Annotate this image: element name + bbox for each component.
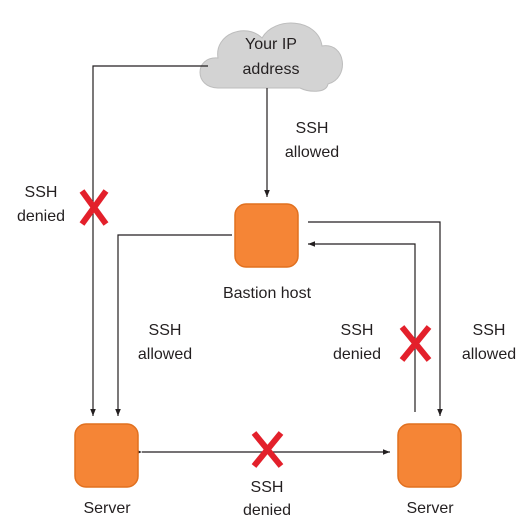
server-right-node: Server: [397, 423, 462, 517]
x-mark-icon: [79, 189, 109, 226]
edge-labels: SSH allowed SSH denied SSH allowed SSH d…: [17, 120, 516, 519]
server-right-label: Server: [406, 500, 454, 517]
server-left-label: Server: [83, 500, 131, 517]
x-mark-icon: [251, 431, 284, 468]
cloud-node: Your IP address: [199, 22, 343, 92]
bastion-host-box: [234, 203, 299, 268]
cloud-label-line1: Your IP: [245, 36, 297, 53]
server-left-box: [74, 423, 139, 488]
label-cloud-to-server-left-line2: denied: [17, 208, 65, 225]
label-bastion-to-server-left-line1: SSH: [149, 322, 182, 339]
x-mark-icon: [399, 325, 432, 362]
label-server-right-to-bastion-line1: SSH: [341, 322, 374, 339]
edge-server-right-to-bastion: [308, 241, 416, 412]
label-cloud-to-bastion-line1: SSH: [296, 120, 329, 137]
bastion-host-label: Bastion host: [223, 285, 312, 302]
deny-marks: [79, 189, 432, 468]
edge-cloud-to-server-left: [90, 65, 208, 416]
label-server-right-to-bastion-line2: denied: [333, 346, 381, 363]
label-server-to-server-line1: SSH: [251, 479, 284, 496]
bastion-node: Bastion host: [223, 203, 312, 302]
label-bastion-to-server-right-line1: SSH: [473, 322, 506, 339]
edge-bastion-to-server-left: [115, 234, 232, 416]
label-bastion-to-server-right-line2: allowed: [462, 346, 516, 363]
label-cloud-to-bastion-line2: allowed: [285, 144, 339, 161]
edge-bastion-to-server-right: [308, 221, 443, 416]
cloud-label-line2: address: [243, 61, 300, 78]
label-cloud-to-server-left-line1: SSH: [25, 184, 58, 201]
label-server-to-server-line2: denied: [243, 502, 291, 519]
cloud-icon: [199, 22, 343, 92]
server-right-box: [397, 423, 462, 488]
server-left-node: Server: [74, 423, 139, 517]
label-bastion-to-server-left-line2: allowed: [138, 346, 192, 363]
